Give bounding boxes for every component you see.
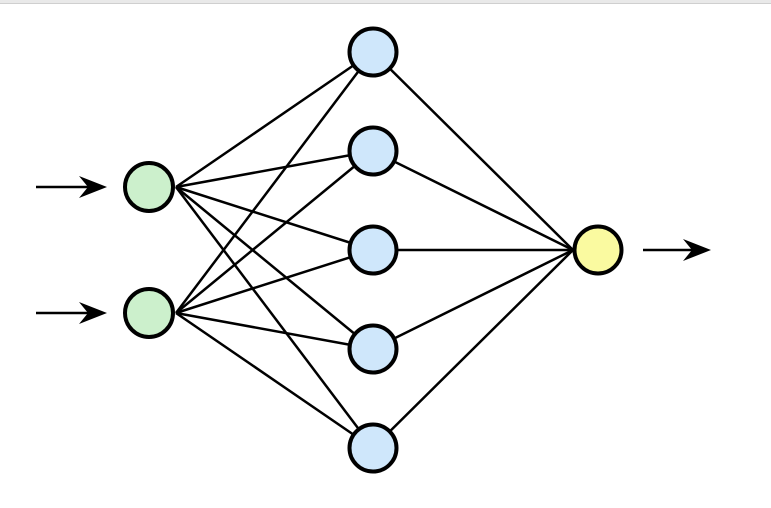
hidden-2-node — [347, 125, 399, 177]
edge-input-1-to-hidden-4 — [175, 186, 374, 350]
edge-hidden-4-to-output-1 — [372, 248, 574, 351]
edge-input-2-to-hidden-5 — [175, 311, 374, 450]
input-arrow-1-head-icon — [79, 176, 107, 198]
edge-input-1-to-hidden-1 — [175, 50, 374, 189]
input-arrow-2-head-icon — [79, 302, 107, 324]
edge-input-2-to-hidden-2 — [175, 150, 374, 314]
edge-input-2-to-hidden-4 — [175, 311, 374, 351]
hidden-5-node — [347, 422, 399, 474]
edge-input-1-to-hidden-5 — [175, 186, 374, 449]
window-top-strip — [0, 0, 771, 4]
edge-input-2-to-hidden-3 — [175, 248, 374, 315]
input-2-node — [123, 287, 175, 339]
hidden-4-node — [347, 323, 399, 375]
edge-hidden-5-to-output-1 — [372, 249, 574, 449]
edge-input-1-to-hidden-2 — [175, 149, 374, 189]
input-1-node — [123, 161, 175, 213]
edge-hidden-2-to-output-1 — [372, 149, 574, 252]
edge-input-2-to-hidden-1 — [175, 51, 374, 314]
hidden-1-node — [347, 26, 399, 78]
output-1-node — [572, 224, 624, 276]
output-arrow-1-head-icon — [683, 239, 711, 261]
edge-hidden-1-to-output-1 — [372, 51, 574, 251]
edge-input-1-to-hidden-3 — [175, 185, 374, 252]
hidden-3-node — [347, 224, 399, 276]
